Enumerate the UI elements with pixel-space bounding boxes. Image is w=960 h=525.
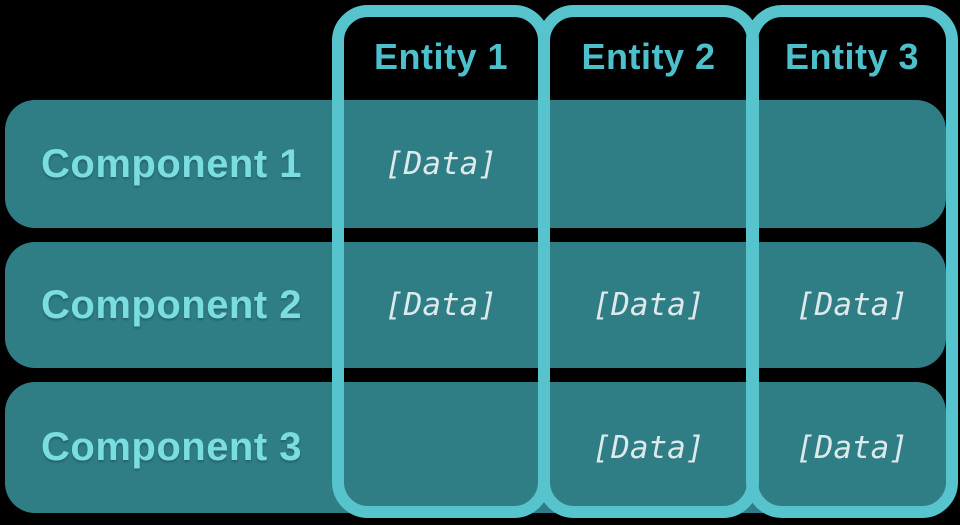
cell-component3-entity3: [Data] bbox=[796, 429, 908, 466]
row-label-component-3: Component 3 bbox=[41, 425, 303, 469]
row-component-2: Component 2 bbox=[5, 242, 946, 368]
row-component-1: Component 1 bbox=[5, 100, 946, 228]
cell-component3-entity2: [Data] bbox=[592, 429, 705, 466]
column-entity-3: Entity 3 bbox=[746, 5, 958, 518]
cell-component2-entity1: [Data] bbox=[385, 287, 497, 323]
column-header-entity-3: Entity 3 bbox=[784, 36, 920, 77]
cell-component1-entity1: [Data] bbox=[385, 146, 497, 182]
row-component-3: Component 3 bbox=[5, 382, 946, 513]
column-header-entity-2: Entity 2 bbox=[581, 36, 716, 77]
row-label-component-1: Component 1 bbox=[41, 141, 303, 186]
row-label-component-2: Component 2 bbox=[41, 282, 303, 327]
column-header-entity-1: Entity 1 bbox=[373, 36, 509, 77]
cell-component2-entity3: [Data] bbox=[796, 287, 908, 323]
cell-component2-entity2: [Data] bbox=[592, 287, 705, 323]
